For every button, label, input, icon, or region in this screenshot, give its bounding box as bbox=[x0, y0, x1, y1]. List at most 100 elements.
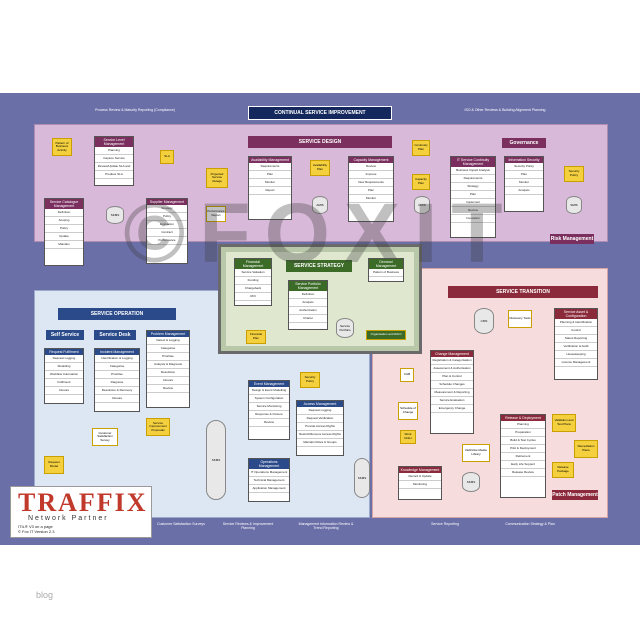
watermark: ©FOXIT bbox=[123, 186, 517, 280]
performance-report-note: Performance Report bbox=[206, 206, 226, 222]
request-row: Modelling bbox=[45, 363, 83, 371]
release-row: Preparation bbox=[501, 429, 545, 437]
incident-title: Incident Management bbox=[95, 349, 139, 355]
incident-box: Incident Management Identification & Log… bbox=[94, 348, 140, 412]
portfolio-row: Authorization bbox=[289, 307, 327, 315]
change-box: Change Management Registration & Categor… bbox=[430, 350, 474, 434]
portfolio-row: Definition bbox=[289, 291, 327, 299]
knowledge-box: Knowledge Management Record & Update Mon… bbox=[398, 466, 442, 500]
operations-title: Operations Management bbox=[249, 459, 289, 469]
security-box: Information Security Security Policy Pla… bbox=[504, 156, 544, 212]
release-row: Retirement bbox=[501, 453, 545, 461]
service-desk-box: Service Desk bbox=[94, 330, 136, 340]
traffix-logo: TRAFFIX bbox=[18, 488, 148, 517]
work-order-note: Work Order bbox=[400, 430, 416, 444]
bottom-label: Customer Satisfaction Surveys bbox=[157, 522, 205, 526]
availability-title: Availability Management bbox=[249, 157, 291, 163]
portfolio-title: Service Portfolio Management bbox=[289, 281, 327, 291]
continuity-row: Implement bbox=[451, 199, 495, 207]
security-row: Monitor bbox=[505, 179, 543, 187]
problem-row: Closure bbox=[147, 377, 189, 385]
asset-row: Verification & Audit bbox=[555, 343, 597, 351]
continuity-row: Plan bbox=[451, 191, 495, 199]
supplier-row: Contract bbox=[147, 229, 187, 237]
slm-row: Review/Update SLA and OPC bbox=[95, 163, 133, 171]
continuity-row: Review bbox=[451, 207, 495, 215]
cab-note: CAB bbox=[400, 368, 414, 382]
request-row: Fulfilment bbox=[45, 379, 83, 387]
asset-row: Status Reporting bbox=[555, 335, 597, 343]
logo-caption: ITIL® V3 on a page © Fox IT Version 2.3 bbox=[18, 524, 54, 534]
asset-row: Licence Management bbox=[555, 359, 597, 367]
capacity-row: Plan bbox=[349, 187, 393, 195]
problem-row: Detect & Logging bbox=[147, 337, 189, 345]
bottom-label: Service Reporting bbox=[431, 522, 459, 526]
change-row: Schedule Changes bbox=[431, 381, 473, 389]
event-title: Event Management bbox=[249, 381, 289, 387]
request-row: Request Logging bbox=[45, 355, 83, 363]
bottom-label: Communication Strategy & Plan bbox=[505, 522, 555, 526]
incident-row: Resolution & Recovery bbox=[95, 387, 139, 395]
release-box: Release & Deployment Planning Preparatio… bbox=[500, 414, 546, 498]
access-row: Request Verification bbox=[297, 415, 343, 423]
logo-subtitle: Network Partner bbox=[28, 515, 109, 522]
incident-row: Prioritise bbox=[95, 371, 139, 379]
supplier-box: Supplier Management Strategy Policy Eval… bbox=[146, 198, 188, 264]
logo-line: ITIL® V3 on a page bbox=[18, 524, 53, 529]
sla-note: SLA bbox=[160, 150, 174, 164]
knowledge-title: Knowledge Management bbox=[399, 467, 441, 473]
problem-row: Prioritise bbox=[147, 353, 189, 361]
continuity-plan-note: Continuity Plan bbox=[412, 140, 430, 156]
dml-note: Definitive Media Library bbox=[462, 444, 490, 462]
catalogue-row: Maintain bbox=[45, 241, 83, 249]
governance-box: Governance bbox=[502, 138, 546, 148]
service-strategy-title: SERVICE STRATEGY bbox=[286, 260, 352, 272]
continuity-box: IT Service Continuity Management Busines… bbox=[450, 156, 496, 238]
asset-row: Control bbox=[555, 327, 597, 335]
capacity-box: Capacity Management Review Improve New R… bbox=[348, 156, 394, 222]
asset-row: Housekeeping bbox=[555, 351, 597, 359]
schedule-change-note: Schedule of Change bbox=[398, 402, 418, 420]
incident-row: Identification & Logging bbox=[95, 355, 139, 363]
request-model-note: Request Model bbox=[44, 456, 64, 474]
problem-row: Resolution bbox=[147, 369, 189, 377]
pba-note: Pattern of Business Activity bbox=[52, 138, 72, 156]
event-row: Response & Closure bbox=[249, 411, 289, 419]
csat-survey-note: Customer Satisfaction Survey bbox=[92, 428, 118, 446]
incident-row: Diagnose bbox=[95, 379, 139, 387]
request-row: Closure bbox=[45, 387, 83, 395]
footer-text: blog bbox=[36, 590, 54, 600]
csi-title: CONTINUAL SERVICE IMPROVEMENT bbox=[248, 106, 392, 120]
continuity-row: Strategy bbox=[451, 183, 495, 191]
release-package-note: Release Package bbox=[552, 462, 574, 478]
security-database-icon: SMIS bbox=[566, 196, 582, 214]
capacity-database-icon: CMIS bbox=[414, 196, 430, 214]
so-security-policy-note: Security Policy bbox=[300, 372, 320, 388]
asset-row: Planning & Identification bbox=[555, 319, 597, 327]
discovery-tools-note: Discovery Tools bbox=[508, 310, 532, 328]
sip-note: Service Improvement Proposals bbox=[146, 418, 170, 436]
self-service-box: Self Service bbox=[46, 330, 84, 340]
change-row: Service Evaluation bbox=[431, 397, 473, 405]
change-row: Registration & Categorisation bbox=[431, 357, 473, 365]
asset-box: Service Asset & Configuration Planning &… bbox=[554, 308, 598, 380]
event-row: Review bbox=[249, 419, 289, 427]
capacity-plan-note: Capacity Plan bbox=[412, 174, 430, 190]
change-row: Plan & Control bbox=[431, 373, 473, 381]
demand-box: Demand Management Pattern of Business Ac… bbox=[368, 258, 404, 282]
cms-database-icon: CMS bbox=[474, 308, 494, 334]
skms-database-icon: SKMS bbox=[462, 472, 480, 492]
access-row: Request Logging bbox=[297, 407, 343, 415]
slm-box: Service Level Management Planning Captur… bbox=[94, 136, 134, 186]
availability-plan-note: Availability Plan bbox=[310, 160, 330, 176]
slm-row: Produce SLA bbox=[95, 171, 133, 179]
financial-plan-note: Financial Plan bbox=[246, 330, 266, 344]
catalogue-title: Service Catalogue Management bbox=[45, 199, 83, 209]
problem-row: Review bbox=[147, 385, 189, 393]
financial-row: Chargeback bbox=[235, 285, 271, 293]
availability-row: Report bbox=[249, 187, 291, 195]
smis-database-icon: SKMS bbox=[106, 206, 124, 224]
security-row: Analysis bbox=[505, 187, 543, 195]
event-row: Service Monitoring bbox=[249, 403, 289, 411]
supplier-row: Strategy bbox=[147, 205, 187, 213]
